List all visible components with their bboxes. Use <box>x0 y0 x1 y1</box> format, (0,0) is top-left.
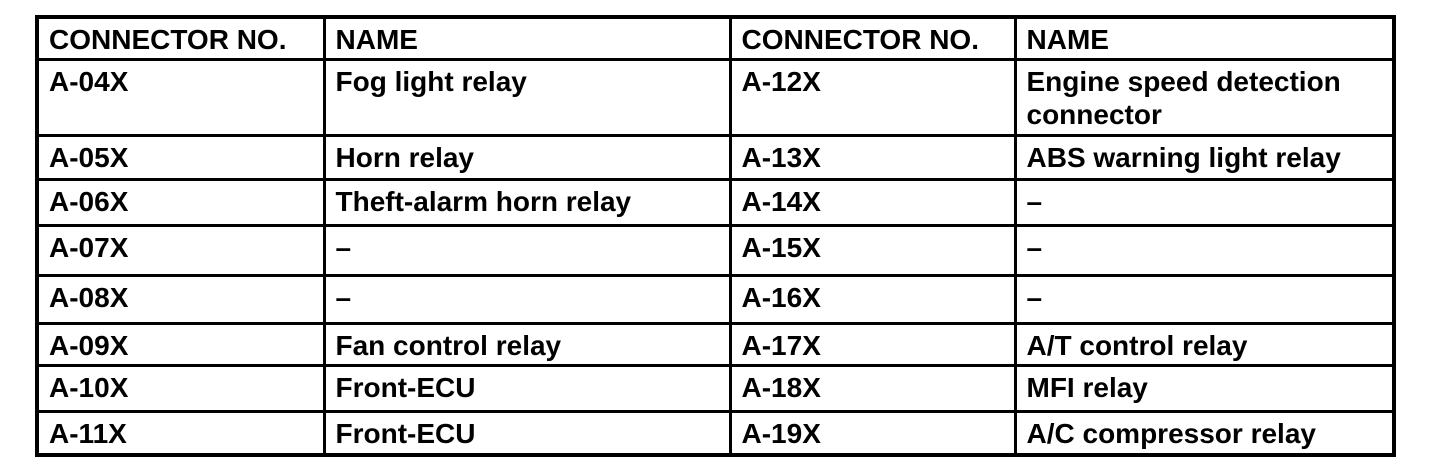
table-row: A-05X Horn relay A-13X ABS warning light… <box>35 133 1396 181</box>
table-row: A-07X – A-15X – <box>35 223 1396 277</box>
name-cell-right: Engine speed detection connector <box>1013 57 1396 137</box>
connector-no-cell-right: A-13X <box>728 133 1017 181</box>
connector-no-cell-left: A-10X <box>35 363 326 413</box>
name-cell-right: MFI relay <box>1013 363 1396 413</box>
table-body: A-04X Fog light relay A-12X Engine speed… <box>35 57 1396 457</box>
name-cell-right: A/C compressor relay <box>1013 409 1396 457</box>
name-cell-right: – <box>1013 273 1396 325</box>
connector-no-cell-right: A-12X <box>728 57 1017 137</box>
connector-no-cell-left: A-05X <box>35 133 326 181</box>
connector-no-cell-right: A-18X <box>728 363 1017 413</box>
table-row: A-06X Theft-alarm horn relay A-14X – <box>35 177 1396 227</box>
connector-no-cell-left: A-07X <box>35 223 326 277</box>
connector-no-cell-right: A-16X <box>728 273 1017 325</box>
name-cell-left: Fog light relay <box>322 57 732 137</box>
name-cell-right: ABS warning light relay <box>1013 133 1396 181</box>
connector-no-cell-right: A-17X <box>728 321 1017 367</box>
header-connector-no-left: CONNECTOR NO. <box>35 15 326 61</box>
table-row: A-08X – A-16X – <box>35 273 1396 325</box>
table-row: A-09X Fan control relay A-17X A/T contro… <box>35 321 1396 367</box>
name-cell-right: – <box>1013 223 1396 277</box>
header-name-left: NAME <box>322 15 732 61</box>
connector-table: CONNECTOR NO. NAME CONNECTOR NO. NAME A-… <box>35 15 1396 457</box>
header-name-right: NAME <box>1013 15 1396 61</box>
connector-no-cell-left: A-11X <box>35 409 326 457</box>
connector-no-cell-right: A-15X <box>728 223 1017 277</box>
connector-no-cell-right: A-14X <box>728 177 1017 227</box>
header-connector-no-right: CONNECTOR NO. <box>728 15 1017 61</box>
name-cell-left: Fan control relay <box>322 321 732 367</box>
name-cell-right: – <box>1013 177 1396 227</box>
connector-no-cell-left: A-04X <box>35 57 326 137</box>
header-row: CONNECTOR NO. NAME CONNECTOR NO. NAME <box>35 15 1396 61</box>
name-cell-right: A/T control relay <box>1013 321 1396 367</box>
name-cell-left: Theft-alarm horn relay <box>322 177 732 227</box>
name-cell-left: Horn relay <box>322 133 732 181</box>
table-row: A-04X Fog light relay A-12X Engine speed… <box>35 57 1396 137</box>
connector-table-header: CONNECTOR NO. NAME CONNECTOR NO. NAME <box>35 15 1396 61</box>
connector-no-cell-left: A-06X <box>35 177 326 227</box>
table-row: A-11X Front-ECU A-19X A/C compressor rel… <box>35 409 1396 457</box>
connector-no-cell-right: A-19X <box>728 409 1017 457</box>
connector-no-cell-left: A-09X <box>35 321 326 367</box>
name-cell-left: Front-ECU <box>322 409 732 457</box>
table-row: A-10X Front-ECU A-18X MFI relay <box>35 363 1396 413</box>
name-cell-left: – <box>322 273 732 325</box>
connector-no-cell-left: A-08X <box>35 273 326 325</box>
name-cell-left: – <box>322 223 732 277</box>
name-cell-left: Front-ECU <box>322 363 732 413</box>
